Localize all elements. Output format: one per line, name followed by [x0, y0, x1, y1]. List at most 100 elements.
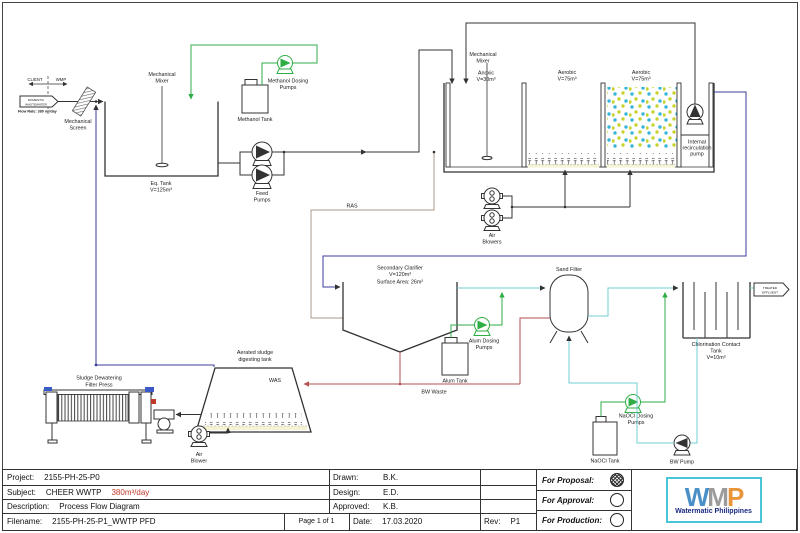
- chlor-label-2: Tank: [710, 349, 722, 355]
- mbbr-media: [607, 87, 677, 149]
- air-header: [503, 195, 513, 219]
- for-approval-label: For Approval:: [542, 495, 595, 505]
- project-label: Project:: [7, 473, 35, 482]
- divider: [329, 470, 330, 513]
- methanol-pumps-label-1: Methanol Dosing: [268, 79, 308, 85]
- naocl-tank-label: NaOCl Tank: [591, 459, 620, 465]
- supernatant-pipe: [93, 104, 215, 367]
- branch-pipe: [239, 151, 252, 163]
- subject-label: Subject:: [7, 487, 36, 497]
- bw-waste-pipe: [519, 317, 550, 384]
- divider: [3, 513, 536, 514]
- description-label: Description:: [7, 501, 50, 511]
- divider: [480, 470, 481, 530]
- ras-line: RAS: [310, 150, 436, 319]
- production-circle: [610, 513, 624, 527]
- pump-base: [252, 160, 272, 166]
- wmp-label: WMP: [56, 77, 67, 82]
- internal-recirc: Internal recirculation pump: [463, 22, 712, 158]
- pump-base: [252, 183, 272, 189]
- pump-base: [673, 450, 691, 456]
- for-production-label: For Production:: [542, 515, 602, 525]
- clarifier-walls: [342, 282, 458, 353]
- recirc-label-3: pump: [690, 152, 704, 158]
- filename-value: 2155-PH-25-P1_WWTP PFD: [52, 517, 156, 526]
- mixer-impeller-icon: [481, 155, 493, 161]
- anoxic-label-1: Anoxic: [478, 71, 494, 77]
- blower-icon: [481, 187, 503, 209]
- pump-triangle: [477, 320, 488, 330]
- blower-icon: [481, 209, 503, 231]
- alum-tank-icon: [441, 342, 469, 376]
- filter-press-label-1: Sludge Dewatering: [76, 376, 122, 382]
- subject-value: CHEER WWTP: [45, 487, 102, 497]
- feed-pumps-label-2: Pumps: [254, 198, 271, 204]
- divider: [3, 499, 536, 500]
- filtered-water-pipe: [588, 285, 679, 317]
- aerobic1-label-2: V=75m³: [557, 77, 576, 83]
- basin-wall: [676, 82, 682, 168]
- digester-walls: [195, 367, 312, 433]
- sand-filter: Sand Filter: [549, 267, 679, 344]
- influent-flag-line2: WASTEWATER: [25, 102, 47, 106]
- naocl-pumps-label-1: NaOCl Dosing: [619, 414, 653, 420]
- chlor-label-1: Chlorination Contact: [692, 342, 741, 348]
- press-foot: [47, 439, 58, 444]
- treated-flag-line1: TREATED: [763, 286, 778, 290]
- junction-dot: [432, 150, 436, 154]
- naocl-tank-cap: [595, 416, 607, 423]
- eq-tank: Mechanical Mixer Eq. Tank V=125m³: [104, 72, 219, 194]
- logo-letter-m: M: [707, 482, 729, 512]
- treated-flag-line2: EFFLUENT: [762, 290, 778, 294]
- design-row: Design: E.D.: [329, 485, 484, 499]
- basin-mixer-label-1: Mechanical: [469, 52, 496, 58]
- process-flow-diagram: CLIENT WMP DOMESTIC WASTEWATER Flow Rate…: [18, 22, 790, 466]
- naocl-dosing-pipe: [640, 292, 668, 403]
- company-logo: WMP Watermatic Philippines: [665, 477, 762, 523]
- divider: [631, 470, 632, 530]
- junction-dot: [563, 205, 567, 209]
- influent-flag: [19, 95, 59, 108]
- alum-suction-pipe: [450, 324, 475, 338]
- ras-pipe: [310, 152, 435, 319]
- diffuser-strip: [528, 164, 599, 168]
- feed-unit-base: [156, 429, 174, 434]
- methanol-tank-label: Methanol Tank: [238, 117, 273, 123]
- divider: [536, 510, 631, 511]
- basin-wall: [708, 82, 714, 168]
- vessel-leg: [580, 330, 589, 344]
- clarifier-label-2: V=120m³: [389, 272, 411, 278]
- basin-wall: [600, 82, 606, 168]
- naocl-tank-icon: [592, 421, 618, 456]
- chlor-label-3: V=10m³: [706, 355, 725, 361]
- page-cell: Page 1 of 1: [298, 518, 335, 525]
- air-pipe: [209, 427, 231, 434]
- logo-tagline: Watermatic Philippines: [675, 508, 752, 515]
- approval-circle: [610, 493, 624, 507]
- aerobic1-label-1: Aerobic: [558, 70, 577, 76]
- for-proposal-row: For Proposal:: [536, 470, 631, 490]
- digester-blower-label-2: Blower: [191, 459, 208, 465]
- logo-letters: WMP: [685, 482, 745, 512]
- press-motor: [44, 387, 52, 391]
- diffuser-grid: [205, 413, 302, 425]
- branch-pipe: [239, 163, 252, 176]
- capacity-value: 380m³/day: [111, 487, 150, 497]
- alum-system: Alum Tank Alum Dosing Pumps: [441, 292, 505, 385]
- pump-triangle: [280, 58, 291, 68]
- eq-mixer-label-1: Mechanical: [148, 72, 175, 78]
- feed-pumps: Feed Pumps: [218, 49, 455, 204]
- aerobic2-label-2: V=75m³: [631, 77, 650, 83]
- press-plates: [57, 394, 129, 422]
- sand-filter-label: Sand Filter: [556, 267, 582, 273]
- waste-lines: WAS BW Waste: [269, 317, 550, 396]
- sand-filter-vessel: [549, 274, 589, 333]
- press-valve: [151, 399, 156, 404]
- basin-outer-wall: [443, 83, 715, 173]
- press-moving-head: [128, 391, 140, 424]
- feed-unit-wheel: [157, 417, 171, 431]
- discharge-pipe: [272, 152, 285, 176]
- pump-base: [624, 407, 642, 413]
- pump-triangle: [689, 104, 701, 117]
- naocl-system: NaOCl Tank NaOCl Dosing Pumps: [591, 292, 668, 465]
